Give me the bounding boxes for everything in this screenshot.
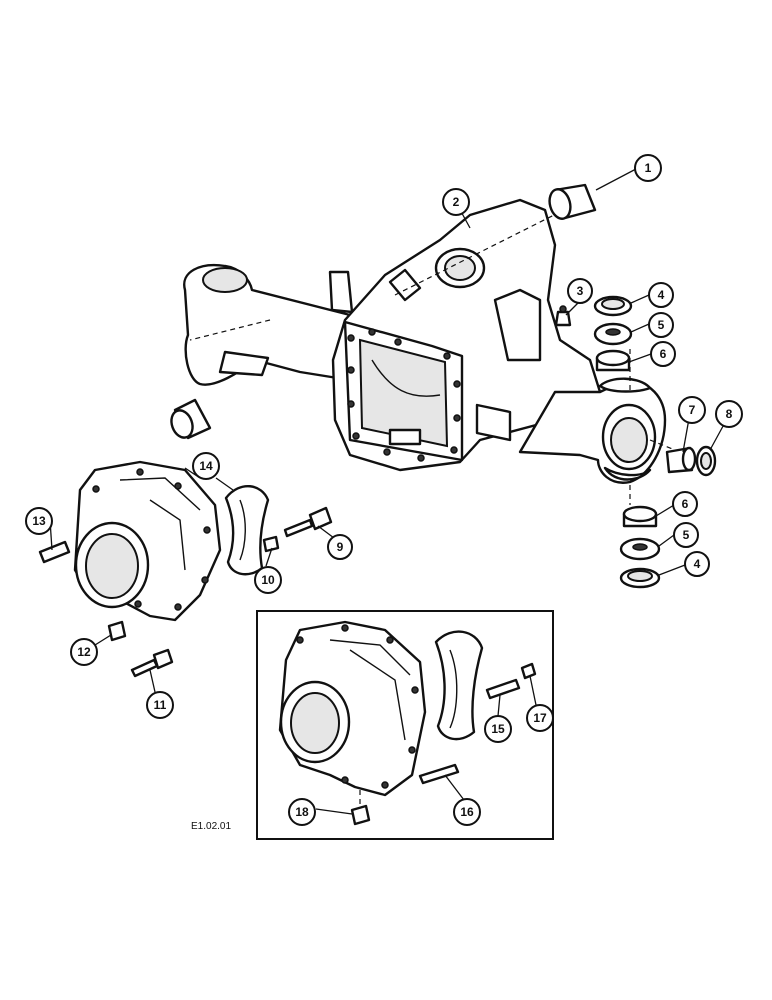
lower-thrust-bearing [619, 537, 661, 561]
callout-13: 13 [25, 507, 53, 535]
svg-text:9: 9 [337, 540, 344, 554]
svg-text:17: 17 [533, 711, 547, 725]
svg-text:18: 18 [295, 805, 309, 819]
upper-seal-washer [593, 295, 633, 317]
svg-text:11: 11 [154, 698, 167, 712]
pivot-seal [695, 445, 717, 477]
nut-small [262, 535, 280, 553]
callout-1: 1 [634, 154, 662, 182]
callout-5-lower: 5 [673, 522, 699, 548]
lower-seal-washer [619, 567, 661, 589]
svg-text:12: 12 [77, 645, 91, 659]
svg-text:4: 4 [658, 288, 665, 302]
callout-2: 2 [442, 188, 470, 216]
callout-15: 15 [484, 715, 512, 743]
bush-lower-left [170, 398, 212, 440]
reference-code: E1.02.01 [191, 821, 231, 832]
svg-text:1: 1 [645, 161, 652, 175]
callout-5-upper: 5 [648, 312, 674, 338]
svg-text:6: 6 [660, 347, 667, 361]
svg-text:6: 6 [682, 497, 689, 511]
final-drive-housing [73, 460, 222, 622]
dowel-pin [38, 540, 71, 564]
pivot-bush [665, 446, 697, 474]
callout-18: 18 [288, 798, 316, 826]
grease-nipple [554, 305, 572, 327]
svg-text:2: 2 [453, 195, 460, 209]
svg-text:10: 10 [261, 573, 275, 587]
callout-8: 8 [715, 400, 743, 428]
callout-16: 16 [453, 798, 481, 826]
svg-text:16: 16 [460, 805, 474, 819]
callout-9: 9 [327, 534, 353, 560]
svg-text:14: 14 [199, 459, 213, 473]
bolt-long [283, 506, 333, 538]
callout-4-lower: 4 [684, 551, 710, 577]
upper-thrust-bearing [593, 322, 633, 346]
half-shell [224, 485, 270, 576]
callout-3: 3 [567, 278, 593, 304]
callout-12: 12 [70, 638, 98, 666]
lower-bush [622, 505, 658, 528]
callout-6-upper: 6 [650, 341, 676, 367]
svg-text:8: 8 [726, 407, 733, 421]
svg-text:13: 13 [32, 514, 46, 528]
bush-upper [548, 183, 597, 220]
callout-14: 14 [192, 452, 220, 480]
callout-17: 17 [526, 704, 554, 732]
svg-text:15: 15 [491, 722, 505, 736]
upper-bush [595, 349, 631, 372]
plug [107, 620, 127, 642]
callout-10: 10 [254, 566, 282, 594]
inset-alternative-assembly [256, 610, 554, 840]
svg-text:4: 4 [694, 557, 701, 571]
callout-4-upper: 4 [648, 282, 674, 308]
axle-housing [183, 198, 691, 505]
svg-text:5: 5 [683, 528, 690, 542]
svg-text:3: 3 [577, 284, 584, 298]
svg-text:5: 5 [658, 318, 665, 332]
callout-7: 7 [678, 396, 706, 424]
svg-text:7: 7 [689, 403, 696, 417]
callout-11: 11 [146, 691, 174, 719]
bolt-short [130, 648, 174, 678]
callout-6-lower: 6 [672, 491, 698, 517]
